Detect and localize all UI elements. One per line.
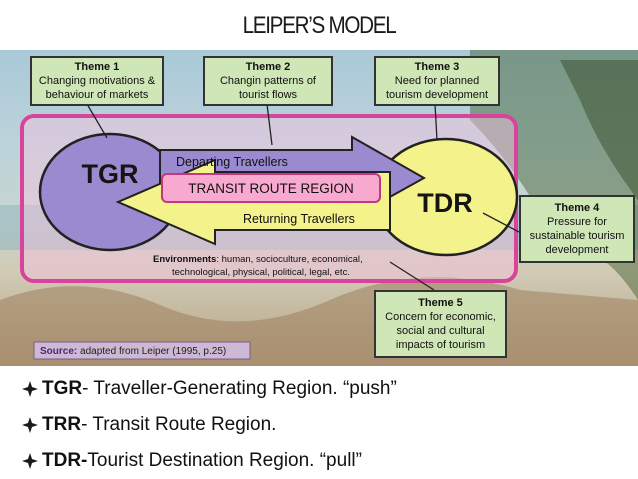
theme5-connector xyxy=(389,261,435,291)
environments-line1: Environments: human, socioculture, econo… xyxy=(153,254,363,265)
returning-label: Returning Travellers xyxy=(243,212,355,226)
theme-5-heading: Theme 5 xyxy=(418,297,463,309)
theme-4-box: Theme 4 Pressure for sustainable tourism… xyxy=(519,195,635,263)
theme2-connector xyxy=(266,103,273,146)
theme-5-box: Theme 5 Concern for economic, social and… xyxy=(374,290,507,358)
definition-item-trr: TRR- Transit Route Region. xyxy=(22,407,397,443)
definition-text: - Traveller-Generating Region. “push” xyxy=(82,378,397,399)
foliage-dark xyxy=(560,60,638,200)
departing-label: Departing Travellers xyxy=(176,155,288,169)
environments-line2: technological, physical, political, lega… xyxy=(172,267,350,278)
theme-4-heading: Theme 4 xyxy=(554,202,600,214)
theme3-connector xyxy=(434,103,438,141)
theme-5-text: Concern for economic, social and cultura… xyxy=(385,311,496,351)
theme-3-text: Need for planned tourism development xyxy=(385,75,489,101)
transit-label: TRANSIT ROUTE REGION xyxy=(188,181,354,196)
definition-item-tgr: TGR- Traveller-Generating Region. “push” xyxy=(22,371,397,407)
theme-2-box: Theme 2 Changin patterns of tourist flow… xyxy=(203,56,333,106)
definition-text: Tourist Destination Region. “pull” xyxy=(87,450,362,471)
definition-term: TGR xyxy=(42,378,83,399)
tdr-label: TDR xyxy=(417,188,473,218)
theme-3-box: Theme 3 Need for planned tourism develop… xyxy=(374,56,500,106)
definition-item-tdr: TDR- Tourist Destination Region. “pull” xyxy=(22,443,397,479)
definition-text: - Transit Route Region. xyxy=(81,414,277,435)
diamond-bullet-icon xyxy=(22,417,38,433)
source-text: Source: adapted from Leiper (1995, p.25) xyxy=(40,346,226,357)
definition-term: TDR- xyxy=(42,450,88,471)
definition-list: TGR- Traveller-Generating Region. “push”… xyxy=(22,371,397,479)
theme-4-text: Pressure for sustainable tourism develop… xyxy=(529,216,625,256)
theme4-connector xyxy=(482,212,520,233)
theme-2-heading: Theme 2 xyxy=(245,61,291,73)
theme-1-box: Theme 1 Changing motivations & behaviour… xyxy=(30,56,164,106)
source-box xyxy=(33,341,251,360)
theme1-connector xyxy=(86,103,108,139)
environments-desc: : human, socioculture, economical, xyxy=(216,254,362,265)
theme-1-text: Changing motivations & behaviour of mark… xyxy=(38,75,156,101)
source-citation: adapted from Leiper (1995, p.25) xyxy=(77,346,226,357)
environments-term: Environments xyxy=(153,254,216,265)
transit-route-box xyxy=(161,173,381,203)
source-term: Source: xyxy=(40,346,77,357)
theme-3-heading: Theme 3 xyxy=(414,61,460,73)
slide-title: LEIPER’S MODEL xyxy=(242,12,397,39)
theme-2-text: Changin patterns of tourist flows xyxy=(219,75,316,101)
leiper-model-diagram: TGR TDR Departing Travellers Returning T… xyxy=(0,50,638,366)
diamond-bullet-icon xyxy=(22,381,38,397)
tgr-label: TGR xyxy=(82,159,139,189)
theme-1-heading: Theme 1 xyxy=(74,61,120,73)
definition-term: TRR xyxy=(42,414,82,435)
diamond-bullet-icon xyxy=(22,453,38,469)
